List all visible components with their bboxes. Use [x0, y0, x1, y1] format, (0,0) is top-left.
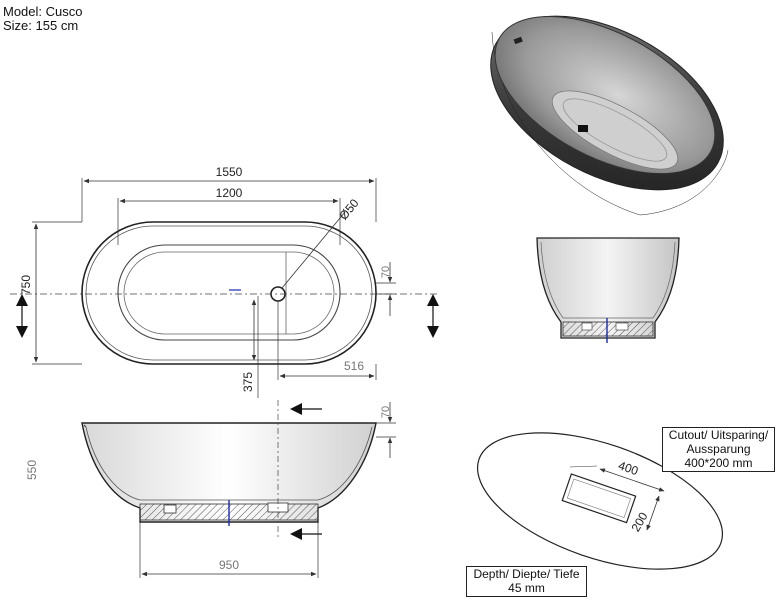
dim-550: 550: [25, 460, 39, 480]
dim-cutout-400: 400: [617, 458, 641, 478]
depth-note: Depth/ Diepte/ Tiefe 45 mm: [466, 566, 587, 597]
cutout-note-line3: 400*200 mm: [684, 456, 753, 470]
dim-950: 950: [219, 558, 239, 572]
basin-outline: [117, 244, 341, 341]
dim-516: 516: [344, 359, 364, 373]
dim-750: 750: [19, 275, 33, 295]
front-section-view: [536, 237, 680, 343]
depth-note-line1: Depth/ Diepte/ Tiefe: [473, 567, 580, 581]
cutout-note: Cutout/ Uitsparing/ Aussparung 400*200 m…: [662, 427, 775, 472]
basin-floor: [123, 251, 335, 335]
side-section-view: 70 550 950: [25, 400, 396, 578]
tub-inner-outline: [85, 225, 373, 361]
cutout-note-line2: Aussparung: [686, 442, 751, 456]
top-view: 1550 1200 Ø50 750 70 375 516: [10, 165, 439, 398]
dim-70-top: 70: [380, 266, 392, 278]
dim-70-side: 70: [380, 406, 392, 418]
depth-note-line2: 45 mm: [508, 581, 545, 595]
size-label: Size: 155 cm: [3, 18, 79, 33]
tub-outer-outline: [81, 221, 377, 365]
dim-1550: 1550: [216, 165, 243, 179]
cutout-note-line1: Cutout/ Uitsparing/: [668, 428, 769, 442]
model-label: Model: Cusco: [3, 4, 83, 19]
dim-375: 375: [241, 372, 255, 392]
dim-1200: 1200: [216, 186, 243, 200]
cutout-plan: 400 200: [476, 432, 724, 570]
tub-3d-render: [490, 15, 729, 216]
